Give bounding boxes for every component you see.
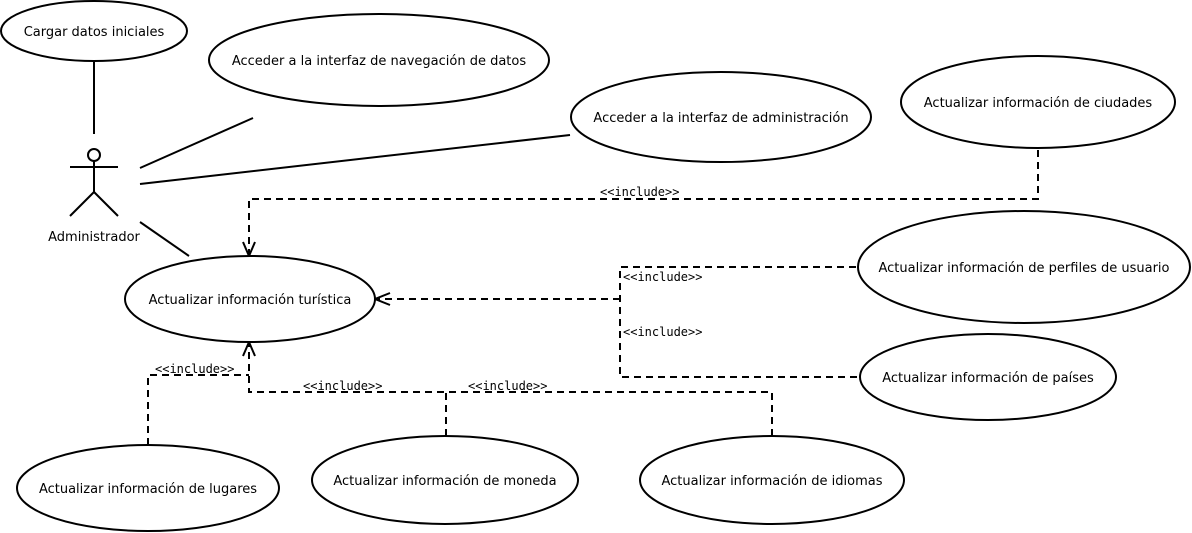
include-label-paises: <<include>> bbox=[623, 325, 702, 339]
association-turistica bbox=[139, 221, 190, 257]
include-label-ciudades: <<include>> bbox=[600, 185, 679, 199]
include-label-idiomas: <<include>> bbox=[468, 379, 547, 393]
svg-text:Actualizar información turísti: Actualizar información turística bbox=[149, 293, 352, 308]
svg-text:Cargar datos iniciales: Cargar datos iniciales bbox=[24, 25, 165, 40]
svg-text:Actualizar información de mone: Actualizar información de moneda bbox=[333, 474, 556, 489]
association-administracion bbox=[139, 134, 571, 185]
actor-right-leg bbox=[93, 191, 119, 217]
actor-head bbox=[87, 148, 101, 162]
include-moneda-idiomas-connector bbox=[248, 344, 773, 436]
use-case-perfiles[interactable]: Actualizar información de perfiles de us… bbox=[857, 210, 1191, 324]
actor-label: Administrador bbox=[48, 230, 140, 245]
include-label-moneda: <<include>> bbox=[303, 379, 382, 393]
svg-text:Acceder a la interfaz de naveg: Acceder a la interfaz de navegación de d… bbox=[232, 54, 527, 69]
include-label-lugares: <<include>> bbox=[155, 362, 234, 376]
use-case-cargar[interactable]: Cargar datos iniciales bbox=[0, 0, 188, 62]
svg-text:Actualizar información de país: Actualizar información de países bbox=[882, 371, 1094, 386]
use-case-navegacion[interactable]: Acceder a la interfaz de navegación de d… bbox=[208, 13, 550, 107]
include-perfiles-paises-connector bbox=[619, 266, 860, 378]
actor-left-leg bbox=[69, 191, 95, 217]
use-case-idiomas[interactable]: Actualizar información de idiomas bbox=[639, 435, 905, 525]
use-case-paises[interactable]: Actualizar información de países bbox=[859, 333, 1117, 421]
use-case-moneda[interactable]: Actualizar información de moneda bbox=[311, 435, 579, 525]
svg-text:Actualizar información de ciud: Actualizar información de ciudades bbox=[924, 96, 1153, 111]
actor-administrador: Administrador bbox=[48, 148, 141, 245]
include-label-perfiles: <<include>> bbox=[623, 270, 702, 284]
svg-text:Actualizar información de idio: Actualizar información de idiomas bbox=[661, 474, 882, 489]
include-ciudades-connector bbox=[248, 150, 1039, 254]
use-case-lugares[interactable]: Actualizar información de lugares bbox=[16, 444, 280, 532]
svg-text:Acceder a la interfaz de admin: Acceder a la interfaz de administración bbox=[593, 111, 848, 126]
use-case-administracion[interactable]: Acceder a la interfaz de administración bbox=[570, 71, 872, 163]
use-case-turistica[interactable]: Actualizar información turística bbox=[124, 255, 376, 343]
svg-text:Actualizar información de luga: Actualizar información de lugares bbox=[39, 482, 257, 497]
include-lugares-connector bbox=[147, 374, 249, 445]
association-navegacion bbox=[139, 117, 254, 169]
svg-text:Actualizar información de perf: Actualizar información de perfiles de us… bbox=[878, 261, 1169, 276]
use-case-ciudades[interactable]: Actualizar información de ciudades bbox=[900, 55, 1176, 149]
